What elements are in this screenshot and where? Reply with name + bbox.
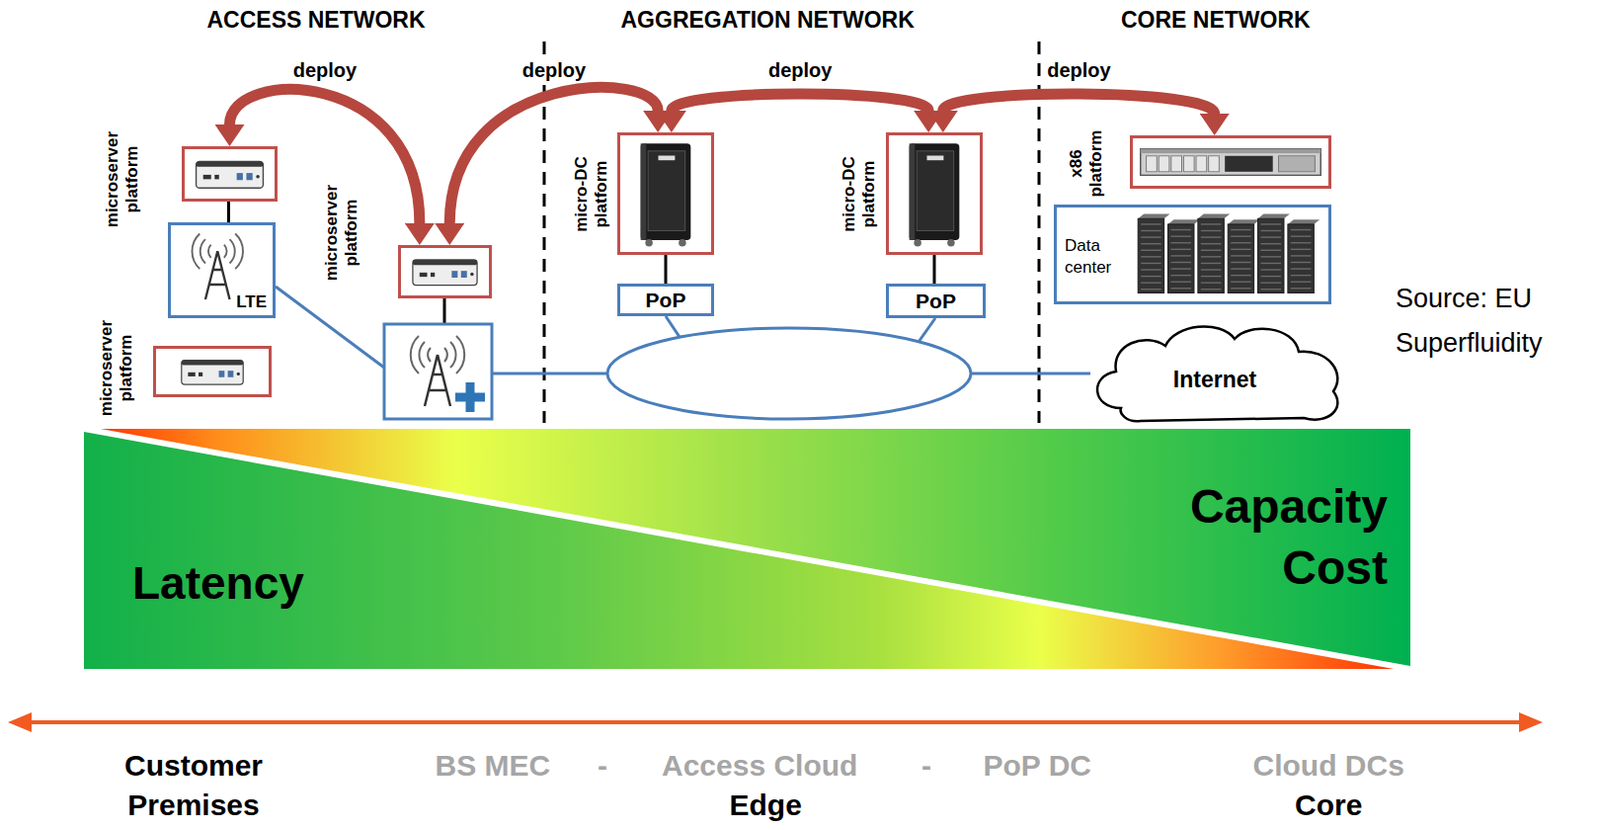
- base-station-box: [384, 323, 492, 419]
- node-label: Internet: [1173, 366, 1257, 394]
- capacity-cost-triangle: Capacity Cost: [83, 428, 1411, 669]
- wire: [970, 372, 1091, 376]
- capacity-band: [83, 428, 1411, 669]
- antenna-symbol: [410, 335, 485, 412]
- aggregation-ring: [607, 327, 971, 419]
- wire: [443, 298, 447, 324]
- node-label: PoP: [915, 289, 957, 314]
- connector-line: [664, 254, 668, 284]
- zone-heading: AGGREGATION NETWORK: [621, 5, 915, 34]
- rack-server-icon: [1132, 138, 1329, 186]
- pop-box: PoP: [617, 283, 715, 317]
- axis-arrow: [7, 712, 1543, 732]
- microserver-icon: [156, 348, 269, 395]
- platform-label: micro-DC platform: [839, 144, 879, 243]
- edge-label: deploy: [519, 59, 589, 82]
- axis-label: BS MEC: [435, 745, 552, 786]
- axis-label: Cloud DCs: [1253, 745, 1405, 786]
- platform-label: microserver platform: [102, 119, 142, 239]
- node-label: LTE: [236, 292, 267, 313]
- deploy-arrow: [671, 93, 929, 111]
- microserver-box: microserver platform: [153, 345, 272, 398]
- microserver-box: microserver platform: [181, 146, 278, 202]
- wire: [275, 286, 385, 368]
- platform-label: microserver platform: [96, 308, 136, 427]
- edge-label: deploy: [290, 59, 360, 82]
- zone-heading: ACCESS NETWORK: [207, 5, 426, 34]
- platform-label: micro-DC platform: [571, 144, 611, 243]
- micro-dc-box: micro-DC platform: [617, 132, 715, 255]
- axis-label: Core: [1294, 785, 1362, 825]
- cabinet-icon: [888, 135, 980, 252]
- micro-dc-box: micro-DC platform: [885, 132, 983, 255]
- wire: [918, 318, 936, 342]
- wire: [665, 316, 680, 337]
- platform-label: x86 platform: [1066, 118, 1106, 208]
- axis-label: -: [597, 745, 608, 786]
- cabinet-icon: [620, 135, 712, 252]
- axis-label: -: [921, 745, 932, 786]
- connector-line: [933, 254, 937, 284]
- microserver-icon: [400, 247, 489, 296]
- microserver-icon: [184, 149, 275, 199]
- lte-base-station-box: LTE: [167, 222, 276, 319]
- zone-heading: CORE NETWORK: [1120, 5, 1311, 34]
- wire: [491, 372, 608, 376]
- pop-box: PoP: [885, 283, 986, 319]
- data-center-box: Data center: [1053, 204, 1332, 305]
- edge-label: deploy: [1043, 59, 1114, 82]
- x86-server-box: x86 platform: [1129, 135, 1332, 189]
- deploy-arrow: [943, 93, 1215, 114]
- internet-cloud: Internet: [1081, 314, 1349, 429]
- source-note: Source: EU Superfluidity: [1395, 276, 1584, 366]
- axis-label: Access Cloud: [661, 745, 858, 786]
- axis-label: PoP DC: [983, 745, 1092, 786]
- node-label: Latency: [132, 556, 305, 611]
- node-label: Data center: [1064, 235, 1130, 279]
- platform-label: microserver platform: [321, 172, 361, 292]
- microserver-box: microserver platform: [398, 244, 492, 299]
- axis-label: Edge: [729, 785, 802, 825]
- connector-line: [227, 201, 231, 223]
- node-label: PoP: [645, 288, 687, 313]
- edge-label: deploy: [765, 59, 835, 82]
- node-label: Capacity Cost: [1140, 476, 1388, 599]
- axis-label: Customer Premises: [65, 745, 322, 825]
